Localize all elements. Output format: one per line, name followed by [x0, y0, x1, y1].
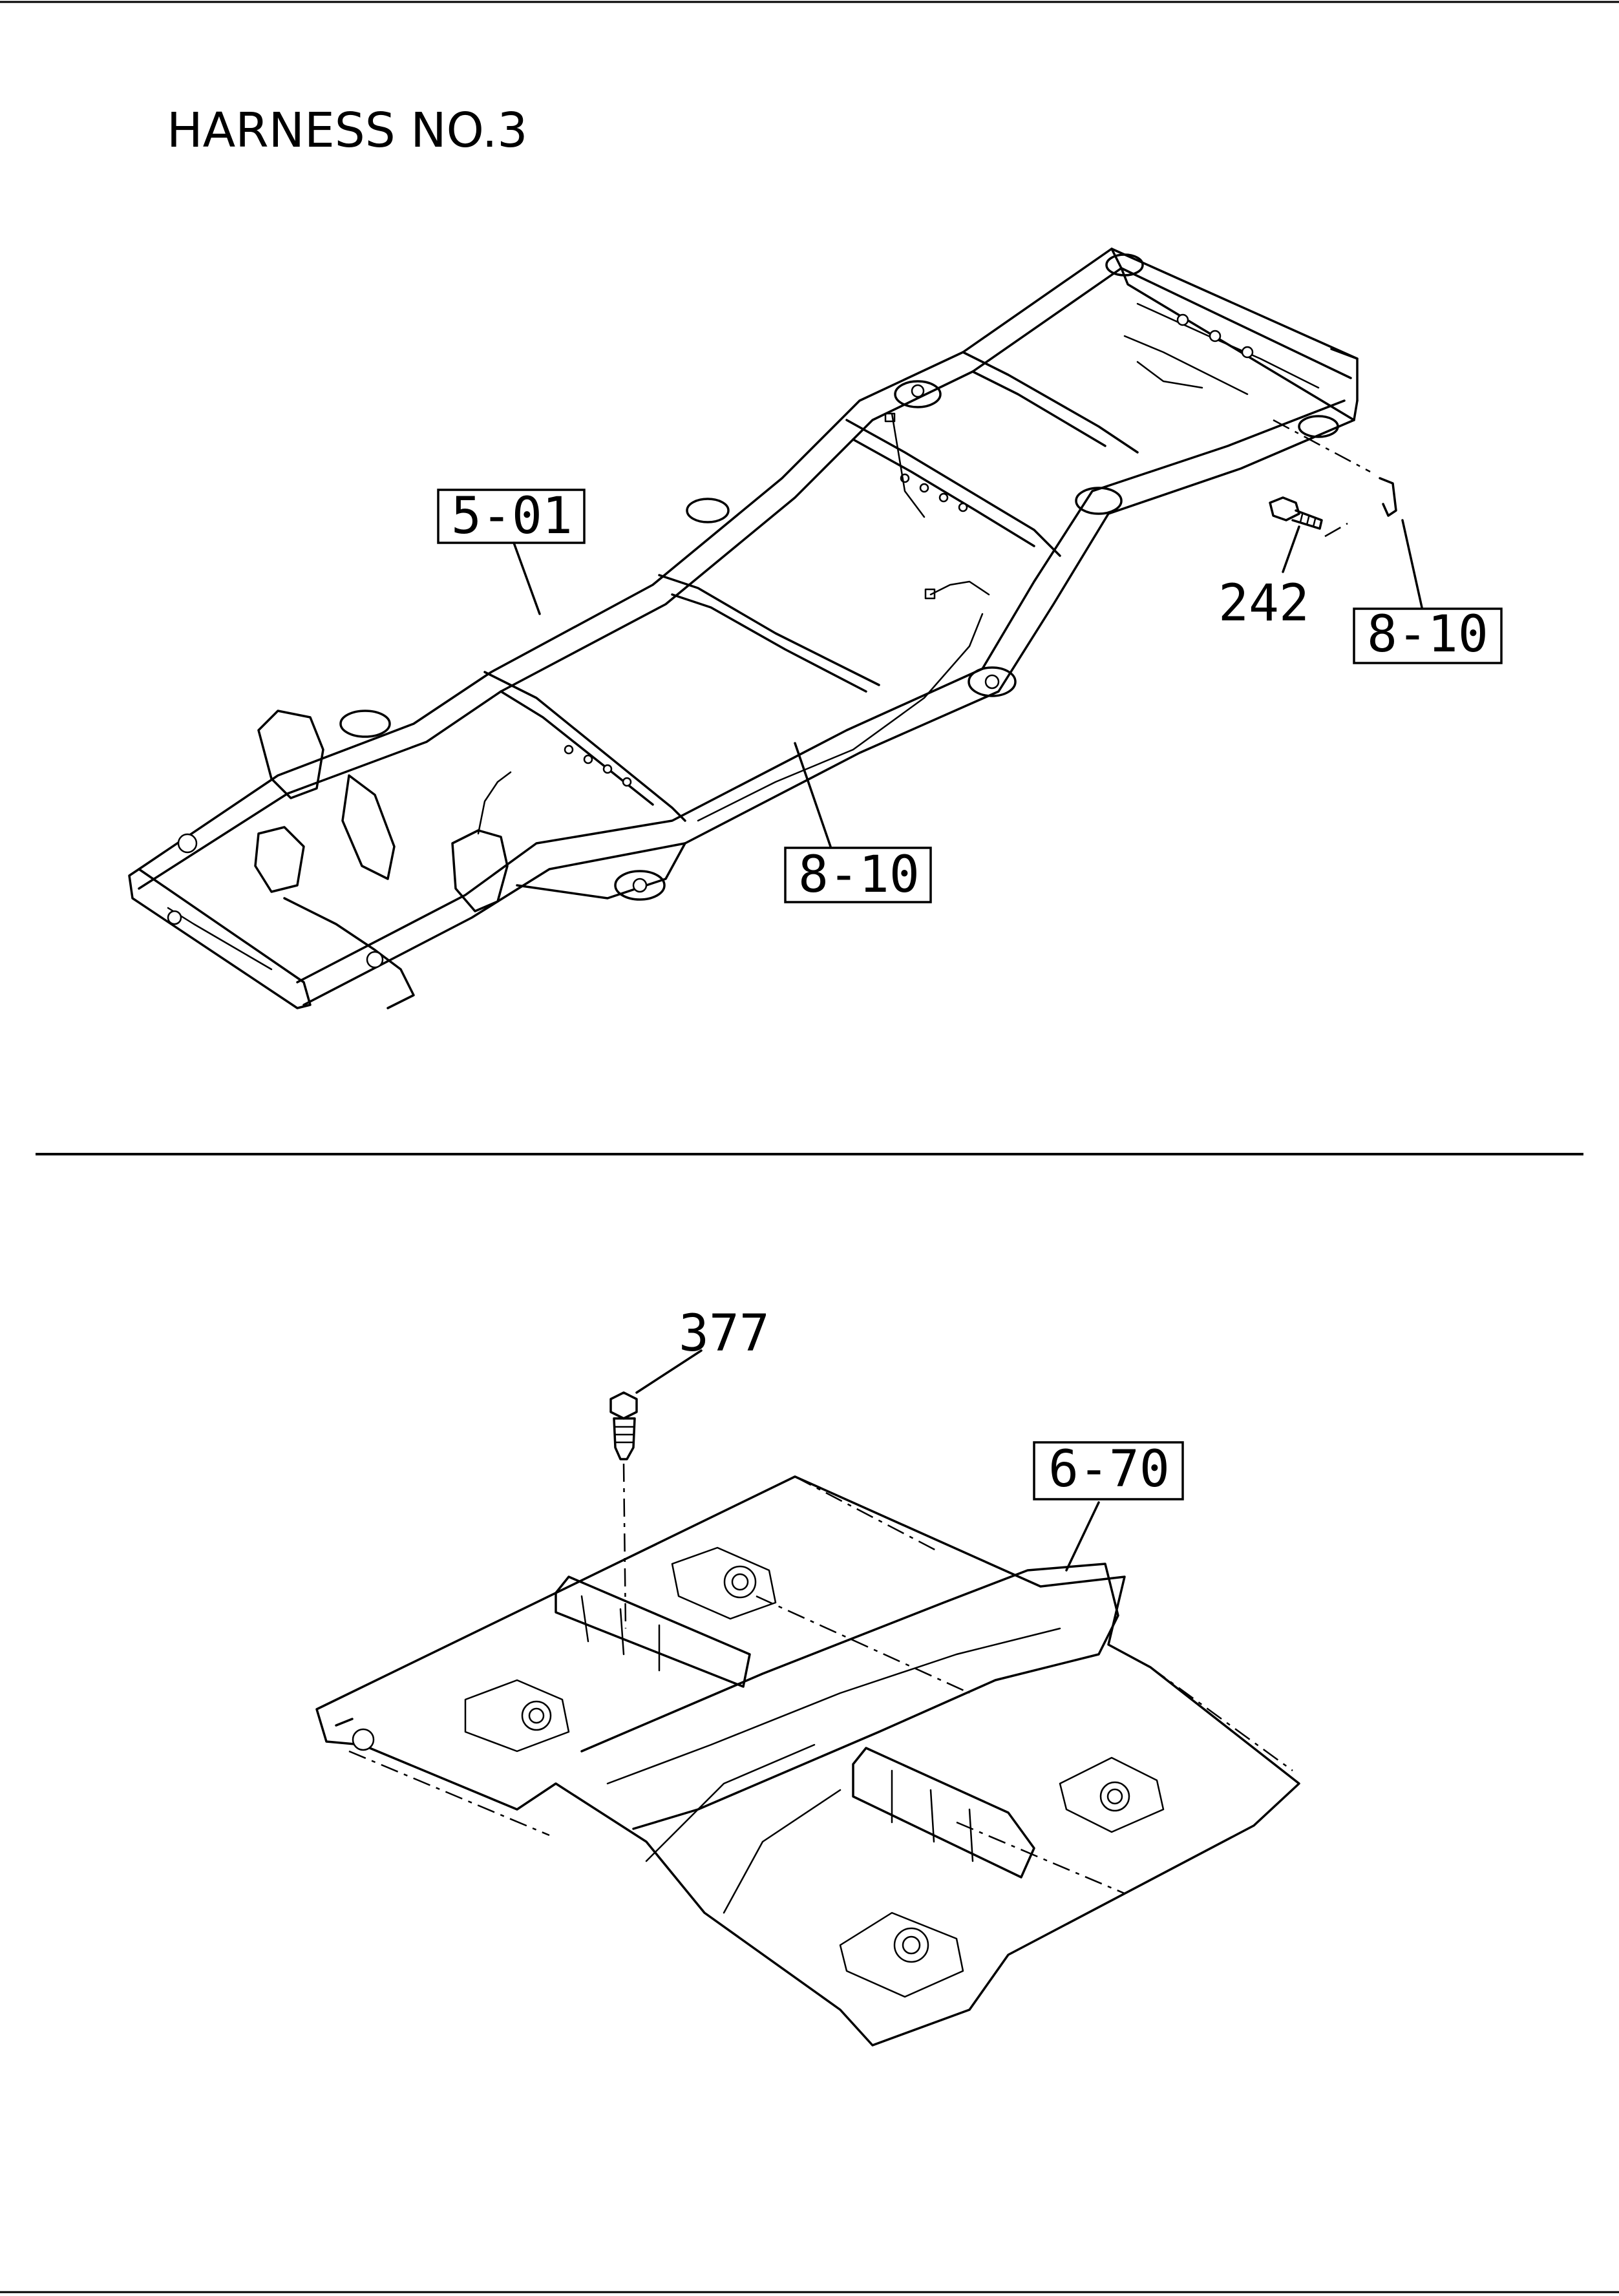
leader-6-70: [1065, 1501, 1100, 1572]
ref-label-8-10-right-text: 8-10: [1367, 606, 1488, 664]
ref-label-8-10-center[interactable]: 8-10: [784, 846, 932, 904]
bolt-242-icon: [1269, 496, 1323, 530]
leader-377: [635, 1349, 703, 1394]
ref-label-6-70-text: 6-70: [1048, 1440, 1170, 1499]
leader-5-01: [513, 542, 541, 615]
ref-label-5-01-text: 5-01: [451, 487, 573, 545]
ref-label-5-01[interactable]: 5-01: [437, 487, 586, 545]
ref-label-6-70[interactable]: 6-70: [1033, 1440, 1184, 1501]
leader-8-10-right: [1401, 519, 1423, 609]
ref-label-8-10-center-text: 8-10: [798, 846, 920, 904]
leader-8-10-center: [794, 742, 832, 848]
bolt-377-icon: [609, 1391, 638, 1460]
floor-panel-drawing: [315, 1391, 1300, 2047]
diagram-title: HARNESS NO.3: [167, 103, 528, 158]
part-number-242[interactable]: 242: [1218, 574, 1309, 633]
ref-label-8-10-right[interactable]: 8-10: [1353, 606, 1503, 664]
part-number-377[interactable]: 377: [679, 1305, 770, 1363]
leader-242: [1282, 525, 1300, 573]
chassis-frame-drawing: [128, 248, 1397, 1009]
